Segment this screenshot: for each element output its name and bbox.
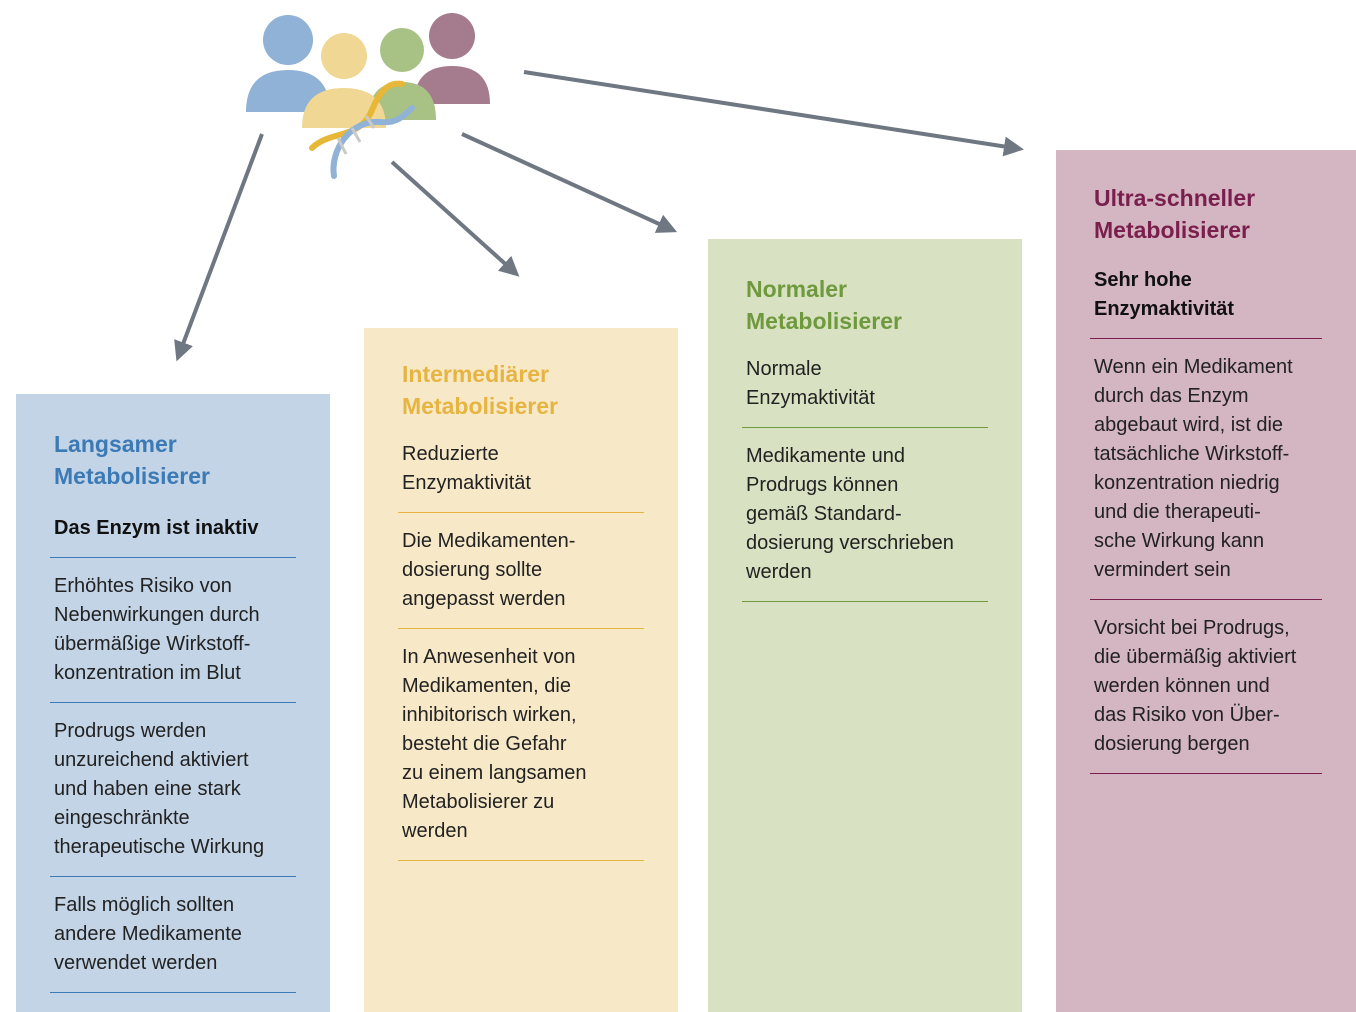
column-normal-metabolizer: Normaler Metabolisierer Normale Enzymakt…	[708, 239, 1022, 1012]
column-item: Falls möglich sollten andere Medikamente…	[54, 894, 242, 974]
people-dna-icon	[246, 13, 490, 179]
arrow-to-normal	[461, 132, 678, 233]
arrow-to-intermediate	[390, 160, 520, 277]
divider	[398, 628, 644, 629]
arrow-to-ultra	[523, 70, 1024, 157]
divider	[50, 992, 296, 993]
divider	[50, 702, 296, 703]
column-subtitle: Reduzierte Enzymaktivität	[402, 443, 531, 494]
divider	[50, 876, 296, 877]
arrow-to-slow	[174, 133, 264, 362]
column-item: Vorsicht bei Prodrugs, die übermäßig akt…	[1094, 617, 1297, 755]
column-item: Prodrugs werden unzureichend aktiviert u…	[54, 720, 265, 858]
divider	[742, 427, 988, 428]
column-slow-metabolizer: Langsamer Metabolisierer Das Enzym ist i…	[16, 394, 330, 1012]
divider	[742, 601, 988, 602]
divider	[398, 860, 644, 861]
column-title: Normaler Metabolisierer	[746, 276, 902, 334]
column-item: Die Medikamenten- dosierung sollte angep…	[402, 530, 576, 610]
column-title: Ultra-schneller Metabolisierer	[1094, 185, 1256, 243]
column-subtitle: Das Enzym ist inaktiv	[54, 517, 259, 539]
divider	[1090, 599, 1322, 600]
column-item: Medikamente und Prodrugs können gemäß St…	[746, 445, 954, 583]
column-subtitle: Sehr hohe Enzymaktivität	[1094, 269, 1235, 320]
column-item: Wenn ein Medikament durch das Enzym abge…	[1094, 356, 1293, 581]
divider	[1090, 338, 1322, 339]
divider	[398, 512, 644, 513]
column-ultra-metabolizer: Ultra-schneller Metabolisierer Sehr hohe…	[1056, 150, 1356, 1012]
column-item: In Anwesenheit von Medikamenten, die inh…	[402, 646, 587, 842]
divider	[1090, 773, 1322, 774]
column-title: Intermediärer Metabolisierer	[402, 361, 558, 419]
column-title: Langsamer Metabolisierer	[54, 431, 210, 489]
column-item: Erhöhtes Risiko von Nebenwirkungen durch…	[54, 575, 260, 684]
column-subtitle: Normale Enzymaktivität	[746, 358, 875, 409]
column-intermediate-metabolizer: Intermediärer Metabolisierer Reduzierte …	[364, 328, 678, 1012]
divider	[50, 557, 296, 558]
